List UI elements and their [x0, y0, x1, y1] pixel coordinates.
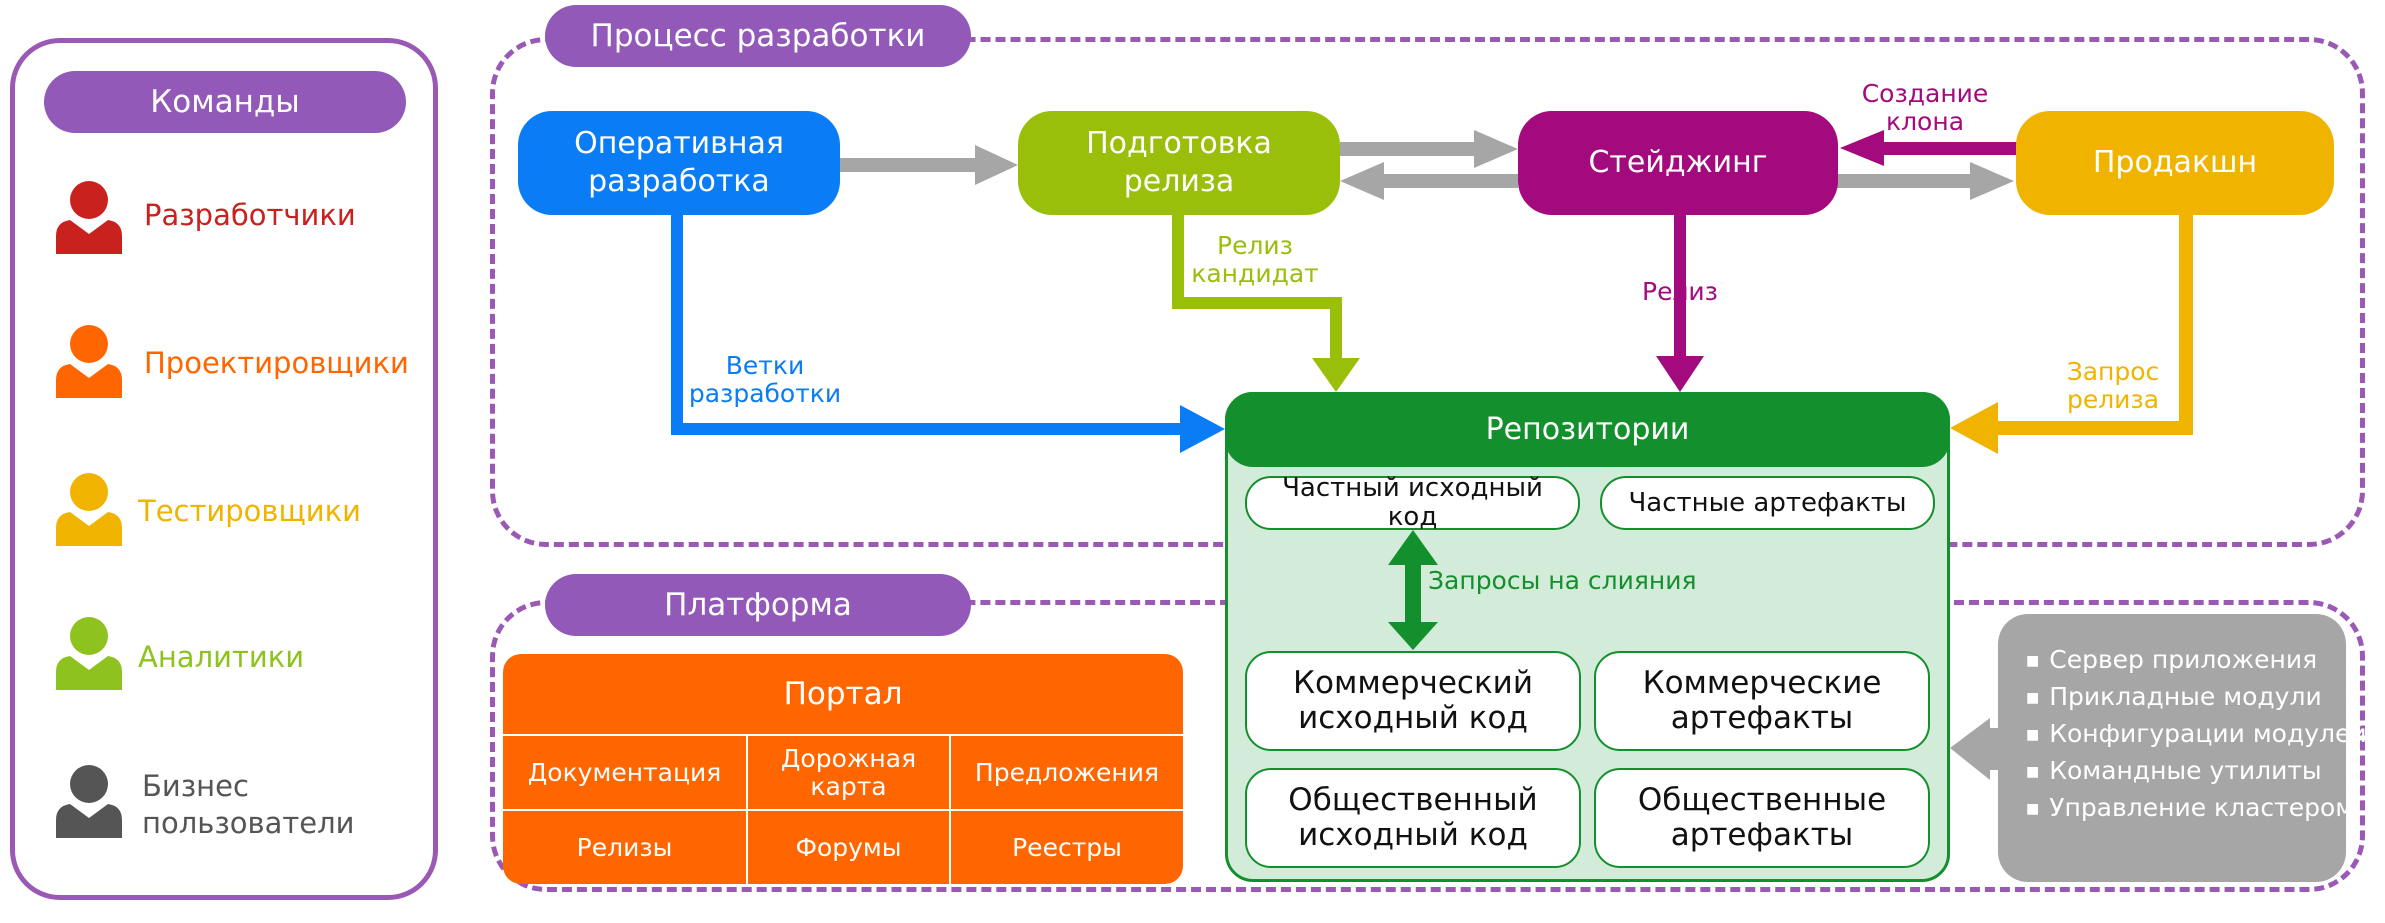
portal-item-documentation: Документация — [527, 757, 722, 787]
process-title: Процесс разработки — [545, 5, 971, 67]
staging-to-prod-arrow — [1836, 162, 2014, 200]
features-to-repository-arrow — [1950, 718, 2005, 780]
portal-divider — [503, 809, 1183, 811]
developer-person-icon — [56, 181, 122, 254]
team-label-testers: Тестировщики — [138, 494, 362, 528]
teams-panel — [10, 38, 438, 900]
portal-box: Портал Документация Дорожная карта Предл… — [503, 654, 1183, 884]
dev-to-prep-arrow — [840, 145, 1018, 185]
tester-person-icon — [56, 473, 122, 546]
private-source-code: Частный исходный код — [1245, 474, 1580, 532]
private-artifacts: Частные артефакты — [1600, 476, 1935, 530]
portal-item-forums: Форумы — [795, 832, 902, 862]
clone-label: Создание клона — [1861, 79, 1989, 136]
clone-arrow — [1840, 130, 2017, 166]
teams-title: Команды — [44, 71, 406, 133]
repository-title: Репозитории — [1225, 392, 1950, 467]
feature-item: Прикладные модули — [2026, 679, 2346, 716]
node-staging: Стейджинг — [1518, 111, 1838, 215]
release-candidate-arrow — [1172, 215, 1360, 392]
public-artifacts: Общественные артефакты — [1594, 768, 1930, 868]
portal-divider — [746, 734, 748, 884]
analyst-person-icon — [56, 617, 122, 690]
portal-divider — [949, 734, 951, 884]
portal-item-releases: Релизы — [576, 832, 673, 862]
portal-item-roadmap: Дорожная карта — [780, 743, 917, 801]
platform-features-box: Сервер приложения Прикладные модули Конф… — [1998, 614, 2367, 882]
feature-item: Сервер приложения — [2026, 642, 2346, 679]
release-request-label: Запрос релиза — [2066, 357, 2160, 414]
team-label-designers: Проектировщики — [144, 346, 409, 380]
branches-label: Ветки разработки — [688, 351, 842, 408]
merge-requests-double-arrow — [1388, 530, 1438, 650]
node-production: Продакшн — [2016, 111, 2334, 215]
release-request-arrow — [1950, 215, 2193, 454]
prep-to-staging-arrow — [1340, 130, 1518, 168]
branches-arrow — [671, 215, 1225, 453]
portal-title: Портал — [783, 676, 903, 712]
node-operational-development: Оперативная разработка — [518, 111, 840, 215]
designer-person-icon — [56, 325, 122, 398]
team-label-developers: Разработчики — [144, 198, 356, 232]
release-label: Релиз — [1642, 277, 1718, 306]
feature-item: Командные утилиты — [2026, 753, 2346, 790]
public-source-code: Общественный исходный код — [1245, 768, 1581, 868]
node-release-preparation: Подготовка релиза — [1018, 111, 1340, 215]
team-label-business-users: Бизнес пользователи — [142, 769, 355, 840]
portal-divider — [503, 734, 1183, 736]
platform-title: Платформа — [545, 574, 971, 636]
portal-item-registries: Реестры — [1012, 832, 1122, 862]
staging-to-prep-arrow — [1340, 162, 1518, 200]
commercial-source-code: Коммерческий исходный код — [1245, 651, 1581, 751]
release-arrow — [1656, 215, 1704, 392]
commercial-artifacts: Коммерческие артефакты — [1594, 651, 1930, 751]
release-candidate-label: Релиз кандидат — [1191, 231, 1319, 288]
feature-item: Конфигурации модулей — [2026, 716, 2366, 753]
business-user-person-icon — [56, 765, 122, 838]
portal-item-proposals: Предложения — [974, 757, 1160, 787]
team-label-analysts: Аналитики — [138, 640, 305, 674]
merge-requests-label: Запросы на слияния — [1428, 566, 1697, 595]
feature-item: Управление кластером — [2026, 790, 2354, 827]
